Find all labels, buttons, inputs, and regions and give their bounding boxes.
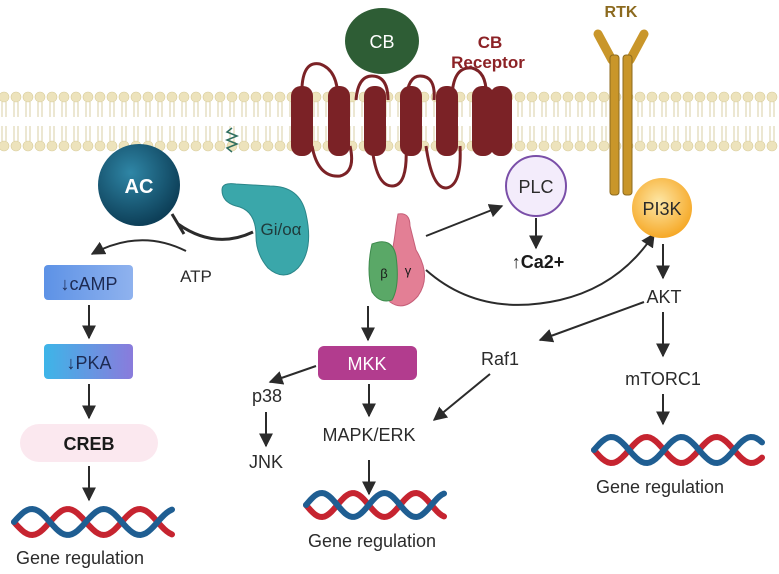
pi3k-label: PI3K	[642, 199, 681, 219]
rtk-receptor: RTK	[593, 4, 649, 196]
pka-box: ↓PKA	[44, 344, 133, 379]
mapk-label: MAPK/ERK	[322, 425, 415, 445]
rtk-label: RTK	[605, 4, 638, 21]
ca-label: ↑Ca2+	[512, 252, 565, 272]
gene-regulation-middle: Gene regulation	[308, 531, 436, 551]
pi3k-enzyme: PI3K	[632, 178, 692, 238]
cb-receptor: CB Receptor	[291, 33, 525, 190]
creb-box: CREB	[20, 424, 158, 462]
jnk-label: JNK	[249, 452, 283, 472]
cb-ligand-label: CB	[369, 32, 394, 52]
cb-receptor-label-line2: Receptor	[451, 53, 525, 72]
creb-label: CREB	[63, 434, 114, 454]
gene-regulation-right: Gene regulation	[596, 477, 724, 497]
plc-enzyme: PLC	[505, 155, 567, 217]
gamma-label: γ	[405, 263, 412, 278]
g-beta-gamma: β γ	[368, 213, 425, 307]
gene-regulation-left: Gene regulation	[16, 548, 144, 568]
cb-receptor-label-line1: CB	[478, 33, 503, 52]
mtorc1-label: mTORC1	[625, 369, 701, 389]
camp-label: ↓cAMP	[60, 274, 117, 294]
mkk-box: MKK	[318, 346, 417, 380]
atp-label: ATP	[180, 267, 212, 286]
beta-label: β	[380, 266, 387, 281]
dna-helix-left	[11, 505, 175, 539]
akt-label: AKT	[646, 287, 681, 307]
raf1-label: Raf1	[481, 349, 519, 369]
p38-label: p38	[252, 386, 282, 406]
cell-membrane	[0, 91, 778, 152]
gi-alpha-subunit: Gi/oα	[221, 127, 310, 276]
plc-label: PLC	[518, 177, 553, 197]
dna-helix-middle	[303, 489, 447, 521]
dna-helix-right	[591, 433, 765, 467]
camp-box: ↓cAMP	[44, 265, 133, 300]
gi-label: Gi/oα	[260, 220, 301, 239]
ac-label: AC	[125, 176, 154, 198]
pka-label: ↓PKA	[66, 353, 111, 373]
cb-ligand: CB	[345, 8, 419, 74]
mkk-label: MKK	[347, 354, 386, 374]
ac-enzyme: AC	[98, 144, 180, 226]
